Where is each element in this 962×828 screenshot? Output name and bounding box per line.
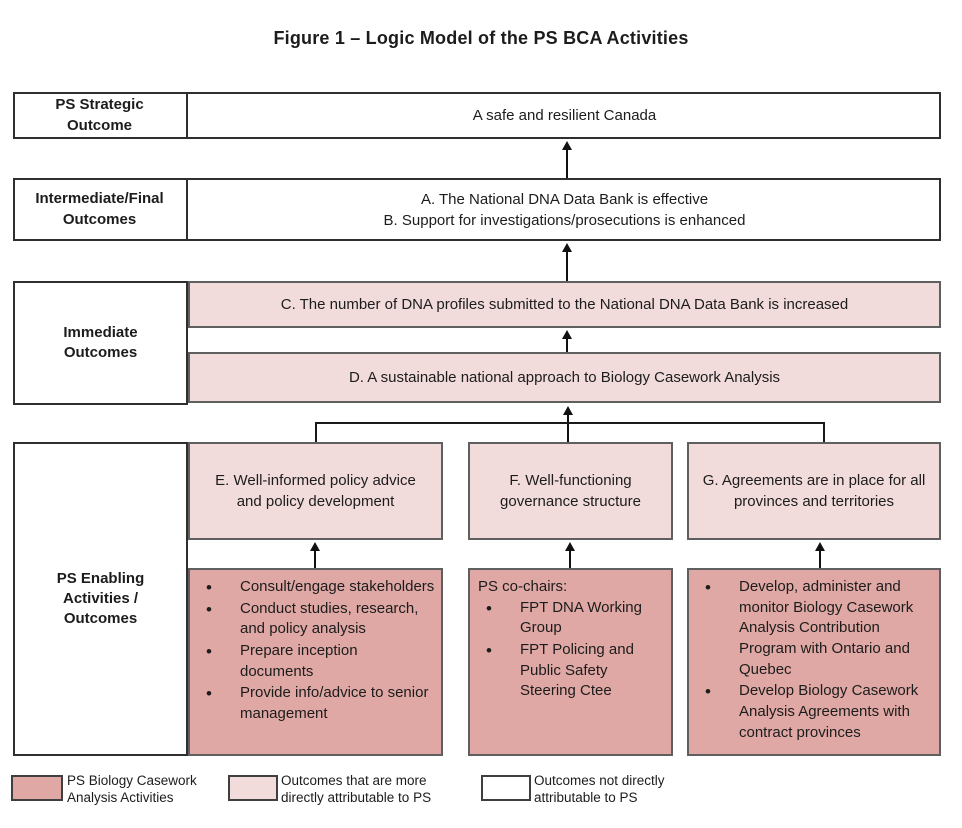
legend-label-activities: PS Biology Casework Analysis Activities [67,773,197,805]
outcome-f-box: F. Well-functioning governance structure [468,442,673,540]
arrow-line-to-strategic [566,149,568,178]
arrow-up-to-d-icon [563,406,573,415]
arrow-line-to-d [567,414,569,442]
activities-g-box: Develop, administer and monitor Biology … [687,568,941,756]
intermediate-outcomes-content: A. The National DNA Data Bank is effecti… [188,178,941,241]
intermediate-outcomes-row [13,178,941,241]
arrow-up-to-strategic-icon [562,141,572,150]
activity-item: FPT Policing and Public Safety Steering … [470,639,665,702]
activities-f-box: PS co-chairs: FPT DNA Working Group FPT … [468,568,673,756]
arrow-line-to-c [566,338,568,352]
outcome-c-box: C. The number of DNA profiles submitted … [188,281,941,328]
legend-swatch-dark-pink [11,775,63,801]
legend-label-indirect-outcomes: Outcomes not directly attributable to PS [534,773,665,805]
activities-f-list: FPT DNA Working Group FPT Policing and P… [470,597,665,702]
arrow-line-to-g [819,550,821,568]
strategic-outcome-content: A safe and resilient Canada [472,107,657,124]
outcome-e-box: E. Well-informed policy advice and polic… [188,442,443,540]
strategic-outcome-label-cell: PS Strategic Outcome [13,92,188,139]
activity-item: Develop Biology Casework Analysis Agreem… [689,680,933,743]
arrow-up-to-e-icon [310,542,320,551]
arrow-line-to-f [569,550,571,568]
arrow-up-to-g-icon [815,542,825,551]
figure-title: Figure 1 – Logic Model of the PS BCA Act… [273,28,689,48]
activities-g-list: Develop, administer and monitor Biology … [689,576,933,744]
legend-label-direct-outcomes: Outcomes that are more directly attribut… [281,773,432,805]
legend-swatch-white [481,775,531,801]
activity-item: Develop, administer and monitor Biology … [689,576,933,680]
activities-e-box: Consult/engage stakeholders Conduct stud… [188,568,443,756]
arrow-up-to-intermediate-icon [562,243,572,252]
activities-f-intro: PS co-chairs: [478,578,568,595]
strategic-outcome-row [13,92,941,139]
activity-item: Consult/engage stakeholders [190,576,435,599]
arrow-line-to-e [314,550,316,568]
activity-item: FPT DNA Working Group [470,597,665,639]
intermediate-outcomes-label-cell: Intermediate/Final Outcomes [13,178,188,241]
outcome-a-text: A. The National DNA Data Bank is effecti… [420,190,709,208]
activities-e-list: Consult/engage stakeholders Conduct stud… [190,576,435,725]
enabling-activities-label: PS Enabling Activities / Outcomes [56,569,145,628]
arrow-line-to-intermediate [566,251,568,281]
immediate-outcomes-label: Immediate Outcomes [63,323,138,361]
immediate-outcomes-label-cell: Immediate Outcomes [13,281,188,405]
activity-item: Conduct studies, research, and policy an… [190,598,435,640]
arrow-up-to-f-icon [565,542,575,551]
intermediate-outcomes-label: Intermediate/Final Outcomes [35,190,164,228]
strategic-outcome-label: PS Strategic Outcome [55,96,144,134]
outcome-d-box: D. A sustainable national approach to Bi… [188,352,941,403]
efg-connector-bracket [315,422,825,444]
activity-item: Provide info/advice to senior management [190,682,435,724]
activity-item: Prepare inception documents [190,640,435,682]
arrow-up-to-c-icon [562,330,572,339]
outcome-b-text: B. Support for investigations/prosecutio… [383,211,746,229]
legend-swatch-light-pink [228,775,278,801]
outcome-g-box: G. Agreements are in place for all provi… [687,442,941,540]
enabling-activities-label-cell: PS Enabling Activities / Outcomes [13,442,188,756]
